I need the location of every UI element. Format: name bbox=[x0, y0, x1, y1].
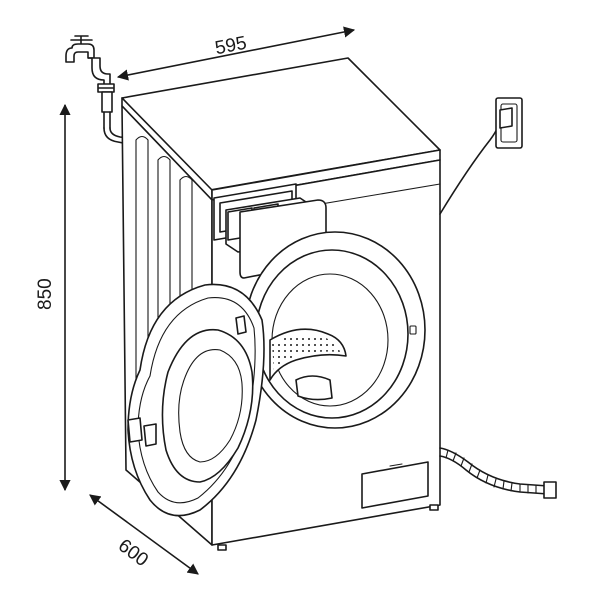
service-panel bbox=[361, 461, 429, 509]
width-label: 595 bbox=[213, 33, 248, 60]
inlet-hose bbox=[101, 91, 129, 145]
wall-socket bbox=[495, 97, 523, 149]
height-label: 850 bbox=[35, 278, 56, 310]
door-glass bbox=[161, 328, 254, 483]
depth-label: 600 bbox=[114, 535, 152, 571]
door bbox=[127, 283, 265, 517]
power-cord bbox=[439, 113, 502, 215]
depth-arrow bbox=[89, 494, 199, 575]
detergent-drawer bbox=[213, 183, 327, 279]
water-tap bbox=[65, 35, 115, 93]
drum-opening bbox=[244, 231, 426, 429]
width-arrow bbox=[116, 26, 356, 81]
drain-hose bbox=[439, 447, 557, 499]
height-dimension: 850 bbox=[35, 103, 71, 492]
